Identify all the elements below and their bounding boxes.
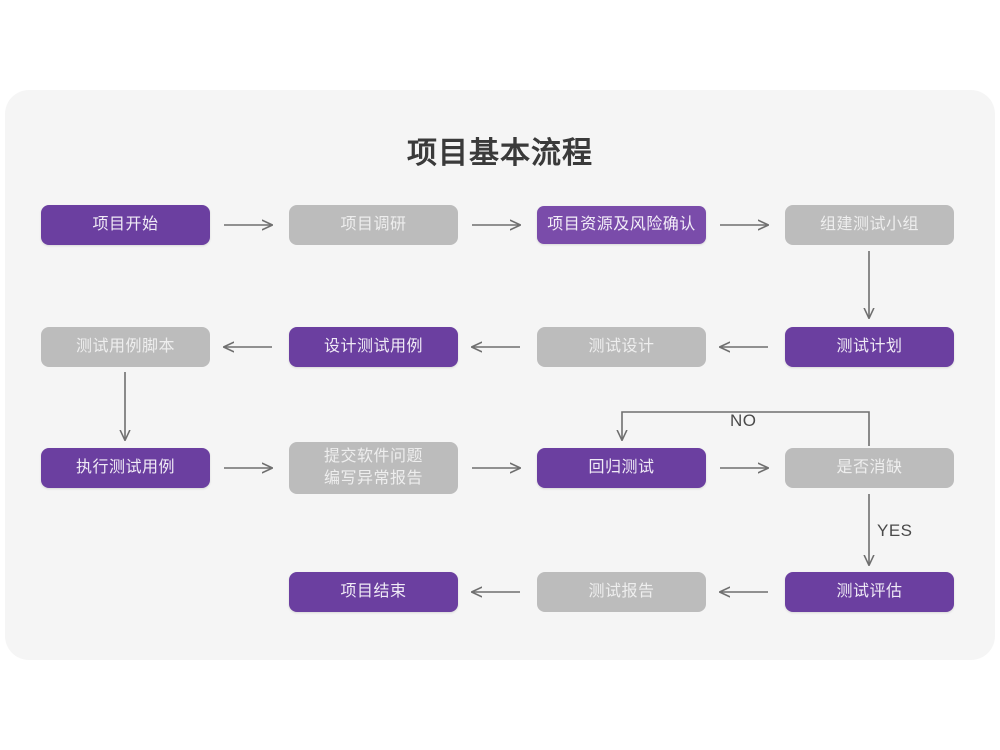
edge-label-yes: YES [877,521,913,540]
node-project-research[interactable]: 项目调研 [289,205,458,245]
node-execute-testcase[interactable]: 执行测试用例 [41,448,210,488]
page-title: 项目基本流程 [407,137,593,170]
node-testcase-script[interactable]: 测试用例脚本 [41,327,210,367]
node-test-report[interactable]: 测试报告 [537,572,706,612]
node-resource-risk-confirm[interactable]: 项目资源及风险确认 [537,206,706,244]
node-project-start[interactable]: 项目开始 [41,205,210,245]
node-design-testcase[interactable]: 设计测试用例 [289,327,458,367]
node-test-evaluation[interactable]: 测试评估 [785,572,954,612]
edge-label-no: NO [730,411,757,430]
node-submit-defect-report[interactable]: 提交软件问题 编写异常报告 [289,442,458,494]
node-form-test-team[interactable]: 组建测试小组 [785,205,954,245]
node-test-design[interactable]: 测试设计 [537,327,706,367]
node-project-end[interactable]: 项目结束 [289,572,458,612]
node-test-plan[interactable]: 测试计划 [785,327,954,367]
node-regression-test[interactable]: 回归测试 [537,448,706,488]
node-defect-cleared[interactable]: 是否消缺 [785,448,954,488]
flowchart-card [5,90,995,660]
